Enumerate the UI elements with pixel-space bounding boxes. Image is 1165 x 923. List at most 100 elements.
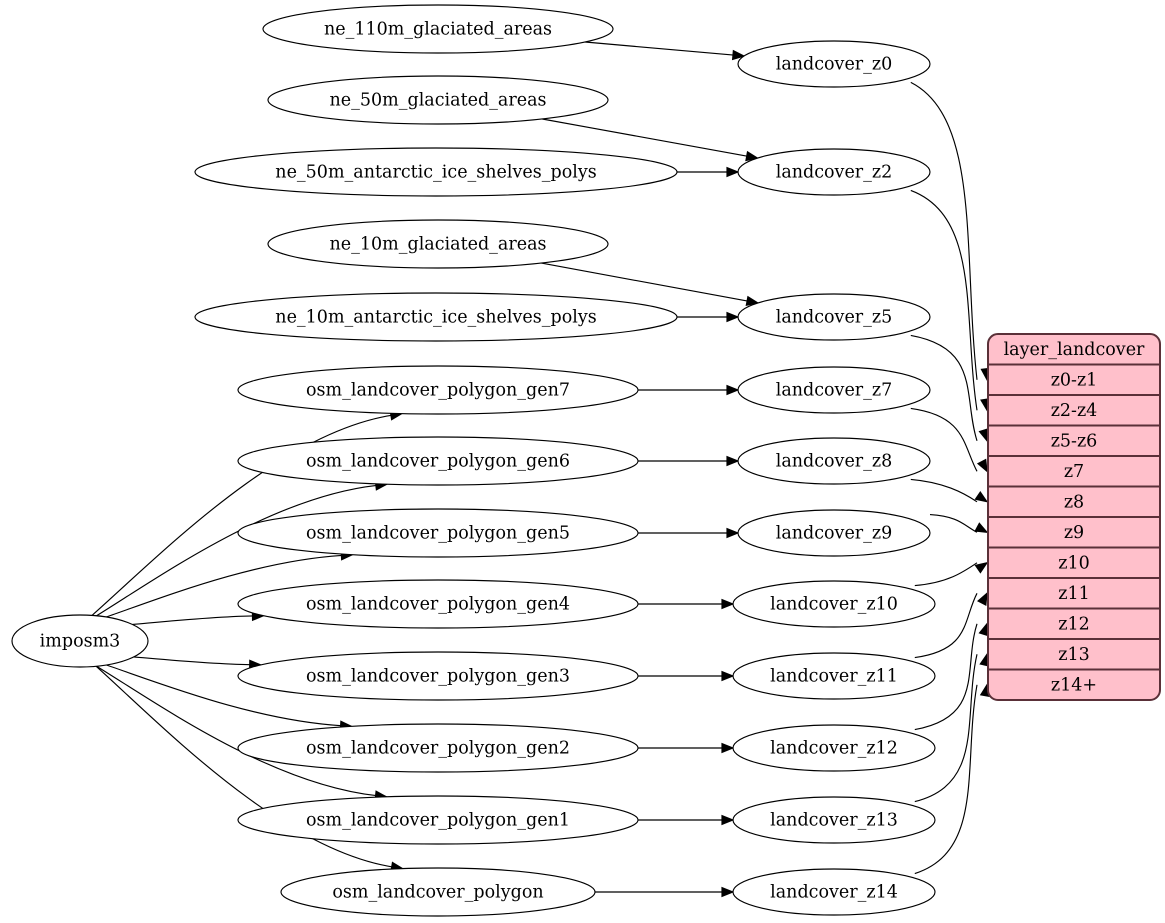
table-row-z12[interactable]: z12 <box>1058 614 1090 634</box>
node-label: landcover_z0 <box>776 55 893 75</box>
table-row-z10[interactable]: z10 <box>1058 553 1090 573</box>
edge-imposm3-to-osm_landcover_polygon_gen6 <box>96 484 377 617</box>
node-landcover_z12[interactable]: landcover_z12 <box>732 724 936 772</box>
node-label: landcover_z2 <box>776 163 893 183</box>
edge-landcover_z9-to-row-z9 <box>929 514 978 533</box>
node-landcover_z9[interactable]: landcover_z9 <box>737 509 931 557</box>
edge-arrowhead <box>726 384 740 396</box>
edge-arrowhead <box>721 598 735 610</box>
edge-imposm3-to-osm_landcover_polygon_gen1 <box>96 665 377 797</box>
node-osm_landcover_polygon_gen4[interactable]: osm_landcover_polygon_gen4 <box>237 579 639 629</box>
table-row-z0-z1[interactable]: z0-z1 <box>1051 370 1098 390</box>
edge-arrowhead <box>721 742 735 754</box>
edge-arrowhead <box>974 522 989 533</box>
edge-landcover_z10-to-row-z10 <box>914 562 978 587</box>
edge-arrowhead <box>721 886 735 898</box>
edge-imposm3-to-osm_landcover_polygon <box>95 665 393 868</box>
edge-ne_50m_glaciated_areas-to-landcover_z2 <box>542 118 748 157</box>
node-osm_landcover_polygon_gen5[interactable]: osm_landcover_polygon_gen5 <box>237 508 639 558</box>
node-osm_landcover_polygon_gen6[interactable]: osm_landcover_polygon_gen6 <box>237 436 639 486</box>
edge-landcover_z2-to-row-z2-z4 <box>910 189 978 411</box>
node-osm_landcover_polygon[interactable]: osm_landcover_polygon <box>280 867 596 917</box>
edge-landcover_z5-to-row-z5-z6 <box>910 334 978 441</box>
node-label: landcover_z13 <box>770 811 898 831</box>
edge-landcover_z14-to-row-z14 <box>914 684 978 875</box>
node-label: landcover_z11 <box>770 667 898 687</box>
edge-arrowhead <box>978 622 989 637</box>
node-osm_landcover_polygon_gen1[interactable]: osm_landcover_polygon_gen1 <box>237 795 639 845</box>
node-label: ne_50m_glaciated_areas <box>330 91 547 111</box>
node-label: landcover_z12 <box>770 739 898 759</box>
node-label: landcover_z10 <box>770 595 898 615</box>
edge-arrowhead <box>745 295 760 307</box>
node-label: osm_landcover_polygon_gen4 <box>306 595 570 615</box>
node-label: landcover_z14 <box>770 883 898 903</box>
node-landcover_z14[interactable]: landcover_z14 <box>732 868 936 916</box>
edge-landcover_z8-to-row-z8 <box>910 478 978 503</box>
table-row-z2-z4[interactable]: z2-z4 <box>1051 401 1098 421</box>
edge-arrowhead <box>974 490 989 503</box>
node-imposm3[interactable]: imposm3 <box>11 614 149 668</box>
node-label: osm_landcover_polygon_gen1 <box>306 811 570 831</box>
table-row-z11[interactable]: z11 <box>1058 584 1090 604</box>
node-landcover_z13[interactable]: landcover_z13 <box>732 796 936 844</box>
edge-arrowhead <box>978 428 989 443</box>
edge-landcover_z0-to-row-z0-z1 <box>910 81 978 380</box>
node-label: landcover_z5 <box>776 308 893 328</box>
edge-imposm3-to-osm_landcover_polygon_gen2 <box>106 664 342 727</box>
node-landcover_z10[interactable]: landcover_z10 <box>732 580 936 628</box>
edge-imposm3-to-osm_landcover_polygon_gen3 <box>133 656 251 666</box>
edge-arrowhead <box>726 527 740 539</box>
node-osm_landcover_polygon_gen3[interactable]: osm_landcover_polygon_gen3 <box>237 651 639 701</box>
node-ne_50m_glaciated_areas[interactable]: ne_50m_glaciated_areas <box>267 75 609 125</box>
node-label: ne_110m_glaciated_areas <box>324 20 552 40</box>
node-osm_landcover_polygon_gen2[interactable]: osm_landcover_polygon_gen2 <box>237 723 639 773</box>
node-label: osm_landcover_polygon <box>332 883 543 903</box>
node-ne_10m_glaciated_areas[interactable]: ne_10m_glaciated_areas <box>267 219 609 269</box>
edge-imposm3-to-osm_landcover_polygon_gen5 <box>106 554 342 618</box>
node-landcover_z2[interactable]: landcover_z2 <box>737 148 931 196</box>
node-label: landcover_z8 <box>776 452 893 472</box>
edge-arrowhead <box>974 561 989 574</box>
table-row-z13[interactable]: z13 <box>1058 645 1090 665</box>
table-header-label: layer_landcover <box>1004 340 1145 360</box>
edge-arrowhead <box>745 150 760 162</box>
table-row-z7[interactable]: z7 <box>1064 462 1084 482</box>
edge-imposm3-to-osm_landcover_polygon_gen7 <box>91 414 392 616</box>
node-label: ne_10m_glaciated_areas <box>330 235 547 255</box>
node-label: landcover_z7 <box>776 381 893 401</box>
edge-imposm3-to-osm_landcover_polygon_gen4 <box>132 615 254 626</box>
node-landcover_z11[interactable]: landcover_z11 <box>732 652 936 700</box>
edge-landcover_z13-to-row-z13 <box>914 654 978 803</box>
edge-arrowhead <box>726 166 740 178</box>
edge-arrowhead <box>726 311 740 323</box>
node-landcover_z7[interactable]: landcover_z7 <box>737 366 931 414</box>
edge-landcover_z11-to-row-z11 <box>914 593 978 659</box>
layer-landcover-table[interactable]: layer_landcover z0-z1 z2-z4 z5-z6 z7 z8 z9 z10 z… <box>987 333 1161 701</box>
node-label: osm_landcover_polygon_gen5 <box>306 524 570 544</box>
edge-landcover_z12-to-row-z12 <box>914 623 978 731</box>
node-label: ne_50m_antarctic_ice_shelves_polys <box>275 163 596 183</box>
node-osm_landcover_polygon_gen7[interactable]: osm_landcover_polygon_gen7 <box>237 365 639 415</box>
node-landcover_z5[interactable]: landcover_z5 <box>737 293 931 341</box>
node-ne_10m_antarctic_ice_shelves_polys[interactable]: ne_10m_antarctic_ice_shelves_polys <box>194 292 678 342</box>
edge-ne_10m_glaciated_areas-to-landcover_z5 <box>541 262 748 302</box>
edge-arrowhead <box>731 49 746 61</box>
table-row-z5-z6[interactable]: z5-z6 <box>1051 431 1098 451</box>
node-landcover_z0[interactable]: landcover_z0 <box>737 40 931 88</box>
table-row-z8[interactable]: z8 <box>1064 492 1084 512</box>
node-ne_110m_glaciated_areas[interactable]: ne_110m_glaciated_areas <box>262 4 614 54</box>
node-label: imposm3 <box>40 632 121 652</box>
table-outline <box>987 333 1161 701</box>
node-label: osm_landcover_polygon_gen2 <box>306 739 570 759</box>
table-row-z9[interactable]: z9 <box>1064 523 1084 543</box>
nodes-layer: imposm3 ne_110m_glaciated_areas ne_50m_gla… <box>11 4 936 917</box>
node-label: ne_10m_antarctic_ice_shelves_polys <box>275 308 596 328</box>
node-landcover_z8[interactable]: landcover_z8 <box>737 437 931 485</box>
node-label: landcover_z9 <box>776 524 893 544</box>
node-ne_50m_antarctic_ice_shelves_polys[interactable]: ne_50m_antarctic_ice_shelves_polys <box>194 147 678 197</box>
edge-arrowhead <box>721 670 735 682</box>
table-row-z14plus[interactable]: z14+ <box>1051 675 1097 695</box>
